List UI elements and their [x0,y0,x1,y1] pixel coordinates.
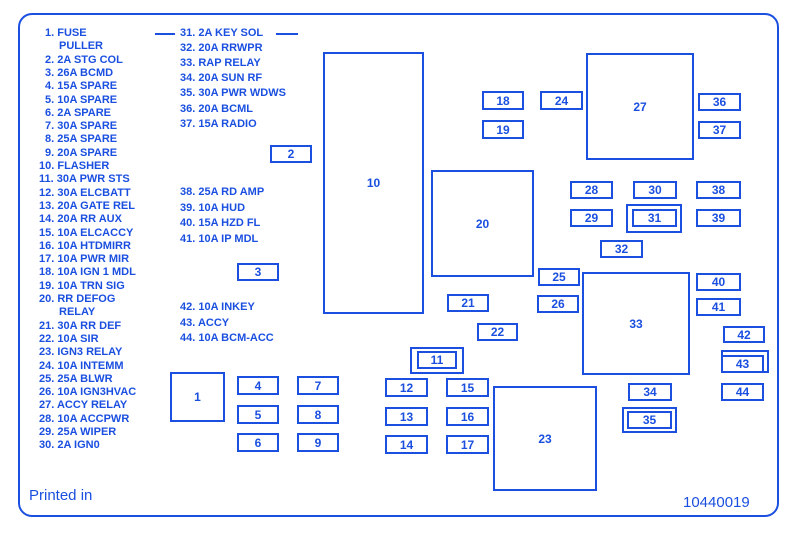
fuse-30[interactable]: 30 [633,181,677,199]
legend-entry: 18. 10A IGN 1 MDL [39,266,136,279]
legend-entry: 3. 26A BCMD [45,66,114,79]
fuse-43[interactable]: 43 [721,355,764,373]
fuse-26[interactable]: 26 [537,295,579,313]
fuse-2[interactable]: 2 [270,145,312,163]
legend-entry: 26. 10A IGN3HVAC [39,386,137,399]
legend-entry: 12. 30A ELCBATT [39,186,131,199]
legend-entry: 24. 10A INTEMM [39,359,124,372]
relay-33-rap[interactable]: 33 [582,272,690,375]
legend-entry: 29. 25A WIPER [39,426,117,438]
legend-entry: 44. 10A BCM-ACC [180,332,274,344]
fuse-8[interactable]: 8 [297,405,339,424]
legend-entry: 9. 20A SPARE [45,146,118,159]
legend-entry: 41. 10A IP MDL [180,232,259,245]
printed-in-label: Printed in [29,487,93,504]
legend-entry: 4. 15A SPARE [45,80,118,93]
legend-entry: 13. 20A GATE REL [39,199,135,212]
legend-entry: 39. 10A HUD [180,201,246,214]
fuse-42[interactable]: 42 [723,326,765,343]
legend-entry: 34. 20A SUN RF [180,72,263,85]
legend-entry: 40. 15A HZD FL [180,217,261,229]
fuse-31[interactable]: 31 [632,209,677,227]
legend-entry: 23. IGN3 RELAY [39,346,123,359]
fuse-3[interactable]: 3 [237,263,279,281]
legend-entry: RELAY [59,306,96,319]
legend-entry: 35. 30A PWR WDWS [180,87,286,100]
fuse-40[interactable]: 40 [696,273,741,291]
legend-entry: 7. 30A SPARE [45,120,118,133]
legend-entry: 8. 25A SPARE [45,133,118,146]
legend-entry: 43. ACCY [180,316,230,329]
legend-entry: 32. 20A RRWPR [180,42,263,55]
fuse-34[interactable]: 34 [628,383,672,401]
legend-entry: 19. 10A TRN SIG [39,279,125,292]
fuse-box-outline [18,13,779,517]
fuse-19[interactable]: 19 [482,120,524,139]
legend-entry: 22. 10A SIR [39,332,99,345]
legend-entry: 15. 10A ELCACCY [39,226,134,239]
fuse-25[interactable]: 25 [538,268,580,286]
fuse-6[interactable]: 6 [237,433,279,452]
legend-entry: 6. 2A SPARE [45,106,112,119]
fuse-12[interactable]: 12 [385,378,428,397]
legend-entry: 17. 10A PWR MIR [39,253,130,266]
part-number: 10440019 [683,494,750,511]
legend-entry: 36. 20A BCML [180,102,253,115]
fuse-11[interactable]: 11 [417,351,457,369]
relay-10-flasher[interactable]: 10 [323,52,424,314]
legend-entry: 33. RAP RELAY [180,57,261,70]
fuse-21[interactable]: 21 [447,294,489,312]
relay-1[interactable]: 1 [170,372,225,422]
fuse-31-outer [626,204,682,233]
legend-entry: PULLER [59,40,103,53]
legend-entry: 25. 25A BLWR [39,372,113,385]
legend-entry: 16. 10A HTDMIRR [39,239,131,252]
fuse-11-outer [410,347,464,374]
legend-entry: 10. FLASHER [39,160,110,172]
fuse-35-outer [622,407,677,433]
fuse-9[interactable]: 9 [297,433,339,452]
legend-entry: 1. FUSE [45,27,87,39]
legend-entry: 20. RR DEFOG [39,293,116,305]
fuse-7[interactable]: 7 [297,376,339,395]
fuse-14[interactable]: 14 [385,435,428,454]
fuse-35[interactable]: 35 [627,411,672,429]
fuse-5[interactable]: 5 [237,405,279,424]
fuse-44[interactable]: 44 [721,383,764,401]
legend-leader-line-right [276,33,298,35]
legend-entry: 30. 2A IGN0 [39,439,100,452]
fuse-38[interactable]: 38 [696,181,741,199]
legend-leader-line-left [155,33,175,35]
fuse-41[interactable]: 41 [696,298,741,316]
fuse-39[interactable]: 39 [696,209,741,227]
fuse-15[interactable]: 15 [446,378,489,397]
fuse-24[interactable]: 24 [540,91,583,110]
fuse-13[interactable]: 13 [385,407,428,426]
fuse-18[interactable]: 18 [482,91,524,110]
legend-entry: 11. 30A PWR STS [39,173,130,186]
legend-entry: 38. 25A RD AMP [180,186,265,198]
fuse-22[interactable]: 22 [477,323,518,341]
legend-entry: 42. 10A INKEY [180,301,255,313]
fuse-37[interactable]: 37 [698,121,741,139]
fuse-28[interactable]: 28 [570,181,613,199]
legend-entry: 28. 10A ACCPWR [39,412,130,425]
fuse-32[interactable]: 32 [600,240,643,258]
legend-entry: 14. 20A RR AUX [39,213,122,226]
relay-23-ign3[interactable]: 23 [493,386,597,491]
fuse-36[interactable]: 36 [698,93,741,111]
fuse-16[interactable]: 16 [446,407,489,426]
relay-20-rr-defog[interactable]: 20 [431,170,534,277]
legend-entry: 27. ACCY RELAY [39,399,128,412]
relay-27-accy[interactable]: 27 [586,53,694,160]
legend-entry: 2. 2A STG COL [45,53,123,66]
fuse-17[interactable]: 17 [446,435,489,454]
fuse-29[interactable]: 29 [570,209,613,227]
legend-entry: 5. 10A SPARE [45,93,118,106]
legend-entry: 37. 15A RADIO [180,117,257,130]
fuse-4[interactable]: 4 [237,376,279,395]
legend-entry: 31. 2A KEY SOL [180,27,264,39]
legend-entry: 21. 30A RR DEF [39,319,122,332]
